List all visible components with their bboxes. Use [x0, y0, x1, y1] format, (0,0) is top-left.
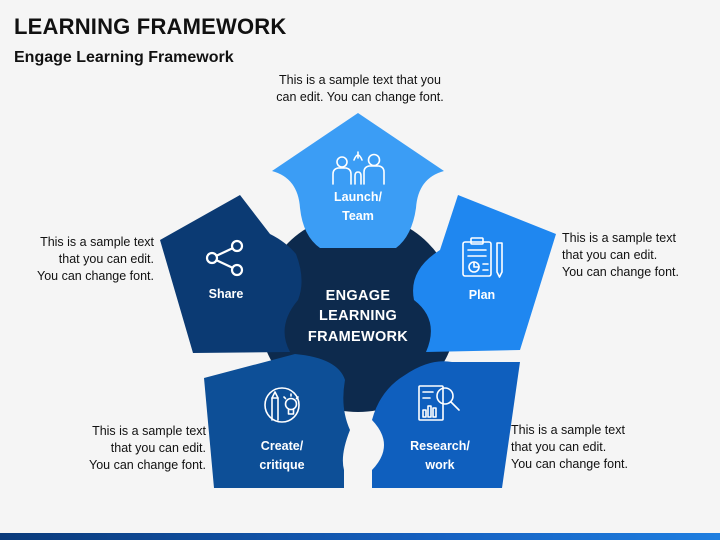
note-bottom-right-line-2: that you can edit.	[511, 440, 607, 454]
note-right-line-2: that you can edit.	[562, 248, 658, 262]
page-subtitle: Engage Learning Framework	[14, 49, 234, 66]
note-bottom-right-line-3: You can change font.	[511, 457, 628, 471]
page-title: LEARNING FRAMEWORK	[14, 14, 287, 39]
center-label-line-3: FRAMEWORK	[308, 329, 408, 345]
note-bottom-right-line-1: This is a sample text	[511, 423, 625, 437]
center-label-line-1: ENGAGE	[326, 288, 391, 304]
note-bottom-right: This is a sample text that you can edit.…	[511, 422, 628, 473]
bottom-accent-bar	[0, 533, 720, 540]
document-magnifier-icon	[418, 385, 460, 421]
segment-launch-label-line-1: Launch/	[334, 190, 382, 204]
segment-launch[interactable]	[272, 113, 444, 248]
pencil-bulb-icon	[264, 387, 300, 423]
note-top: This is a sample text that you can edit.…	[268, 72, 452, 106]
note-right: This is a sample text that you can edit.…	[562, 230, 679, 281]
note-bottom-left: This is a sample text that you can edit.…	[66, 423, 206, 474]
clipboard-plan-icon	[462, 237, 503, 278]
note-left: This is a sample text that you can edit.…	[14, 234, 154, 285]
segment-share[interactable]	[160, 195, 302, 353]
note-left-line-1: This is a sample text	[40, 235, 154, 249]
note-top-line-2: can edit. You can change font.	[276, 90, 444, 104]
segment-plan[interactable]	[413, 195, 556, 352]
segment-research-label-line-2: work	[424, 458, 454, 472]
note-left-line-2: that you can edit.	[58, 252, 154, 266]
note-left-line-3: You can change font.	[37, 269, 154, 283]
note-bottom-left-line-1: This is a sample text	[92, 424, 206, 438]
segment-create-label-line-1: Create/	[261, 439, 304, 453]
segment-share-label: Share	[209, 287, 244, 301]
segment-research-label-line-1: Research/	[410, 439, 470, 453]
segment-research[interactable]	[372, 361, 520, 488]
note-bottom-left-line-2: that you can edit.	[110, 441, 206, 455]
center-label-line-2: LEARNING	[319, 308, 397, 324]
note-right-line-1: This is a sample text	[562, 231, 676, 245]
segment-launch-label-line-2: Team	[342, 209, 374, 223]
team-icon	[332, 151, 385, 185]
note-bottom-left-line-3: You can change font.	[89, 458, 206, 472]
segment-plan-label: Plan	[469, 288, 495, 302]
note-top-line-1: This is a sample text that you	[279, 73, 441, 87]
share-icon	[205, 239, 244, 277]
note-right-line-3: You can change font.	[562, 265, 679, 279]
segment-create-label-line-2: critique	[259, 458, 304, 472]
